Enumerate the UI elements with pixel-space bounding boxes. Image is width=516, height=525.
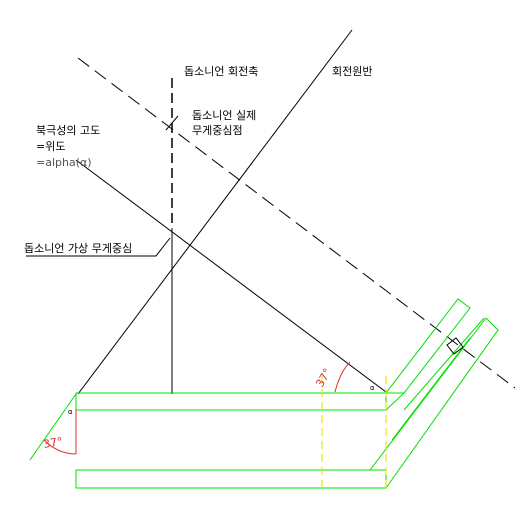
label-rotation-disc: 회전원반 — [332, 65, 372, 78]
leader-virtual-cog — [26, 237, 171, 257]
left-slant-line — [29, 393, 77, 461]
slanted-arm-inner2 — [403, 317, 485, 411]
label-angle-37-lower: 37° — [42, 435, 63, 451]
bottom-base-bar — [75, 469, 387, 489]
leader-actual-cog — [165, 115, 179, 131]
slanted-arm-inner3 — [391, 337, 471, 441]
label-alpha-mark-lower: α — [68, 408, 73, 416]
pivot-square — [446, 337, 464, 355]
right-angle-arc — [334, 361, 351, 393]
label-virtual-cog: 돕소니언 가상 무게중심 — [24, 242, 132, 255]
polaris-line — [75, 159, 387, 393]
label-alpha: =alpha(α) — [36, 156, 92, 169]
label-actual-cog-2: 무게중심점 — [192, 124, 243, 137]
right-connector — [385, 392, 406, 411]
label-angle-37-upper: 37° — [313, 366, 334, 389]
slanted-arm-inner — [385, 317, 499, 489]
label-alpha-mark-upper: α — [370, 384, 375, 392]
rotation-disc-line — [77, 29, 353, 395]
label-latitude: =위도 — [36, 140, 65, 153]
top-base-bar — [75, 392, 387, 411]
dashed-axis-line — [77, 57, 516, 389]
label-actual-cog-1: 돕소니언 실제 — [192, 109, 256, 122]
slanted-arm-mid — [369, 317, 487, 471]
left-angle-arc — [43, 439, 77, 455]
slanted-arm-outer — [384, 298, 471, 394]
label-polaris-altitude: 북극성의 고도 — [36, 124, 100, 137]
label-rotation-axis: 돕소니언 회전축 — [184, 65, 258, 78]
